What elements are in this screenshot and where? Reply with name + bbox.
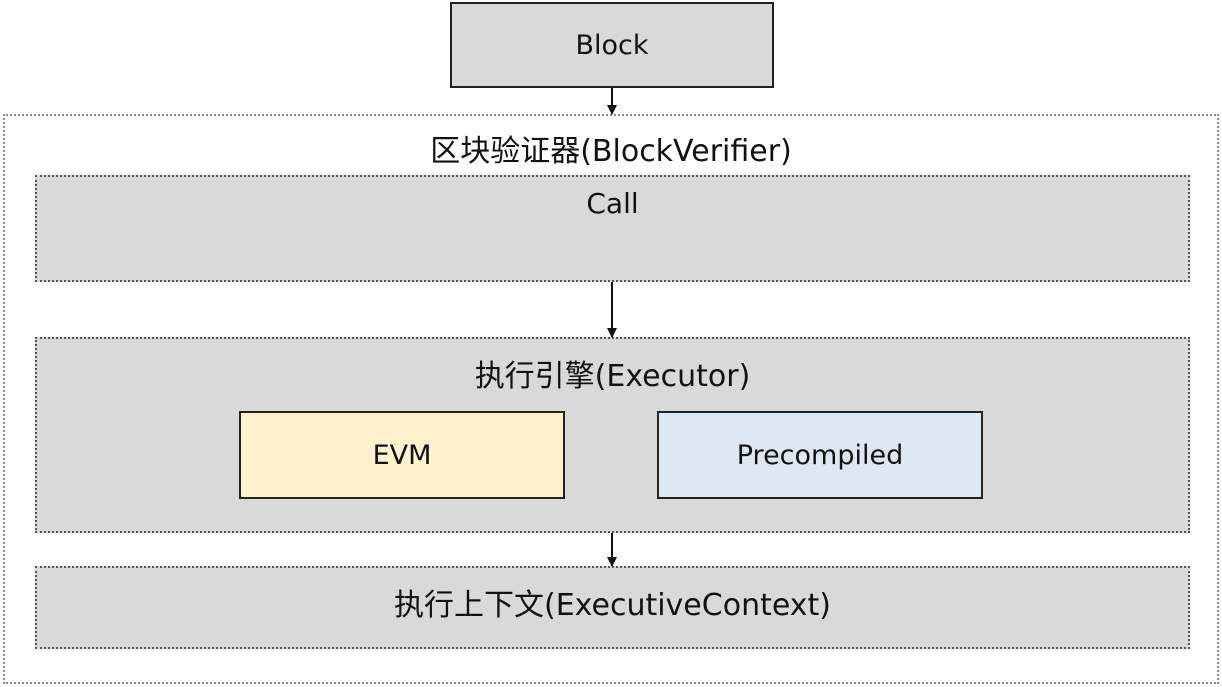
executive-context-label: 执行上下文(ExecutiveContext) [394, 588, 831, 623]
precompiled-label: Precompiled [736, 439, 904, 471]
block-node: Block [450, 2, 774, 88]
executor-node: 执行引擎(Executor) [35, 337, 1190, 533]
evm-node: EVM [239, 411, 565, 499]
executive-context-node: 执行上下文(ExecutiveContext) [35, 566, 1190, 649]
call-label: Call [586, 187, 639, 220]
executor-label: 执行引擎(Executor) [474, 359, 751, 394]
call-node: Call [35, 175, 1190, 282]
evm-label: EVM [372, 439, 432, 471]
precompiled-node: Precompiled [657, 411, 983, 499]
block-label: Block [575, 29, 649, 61]
block-verifier-label: 区块验证器(BlockVerifier) [430, 134, 792, 169]
